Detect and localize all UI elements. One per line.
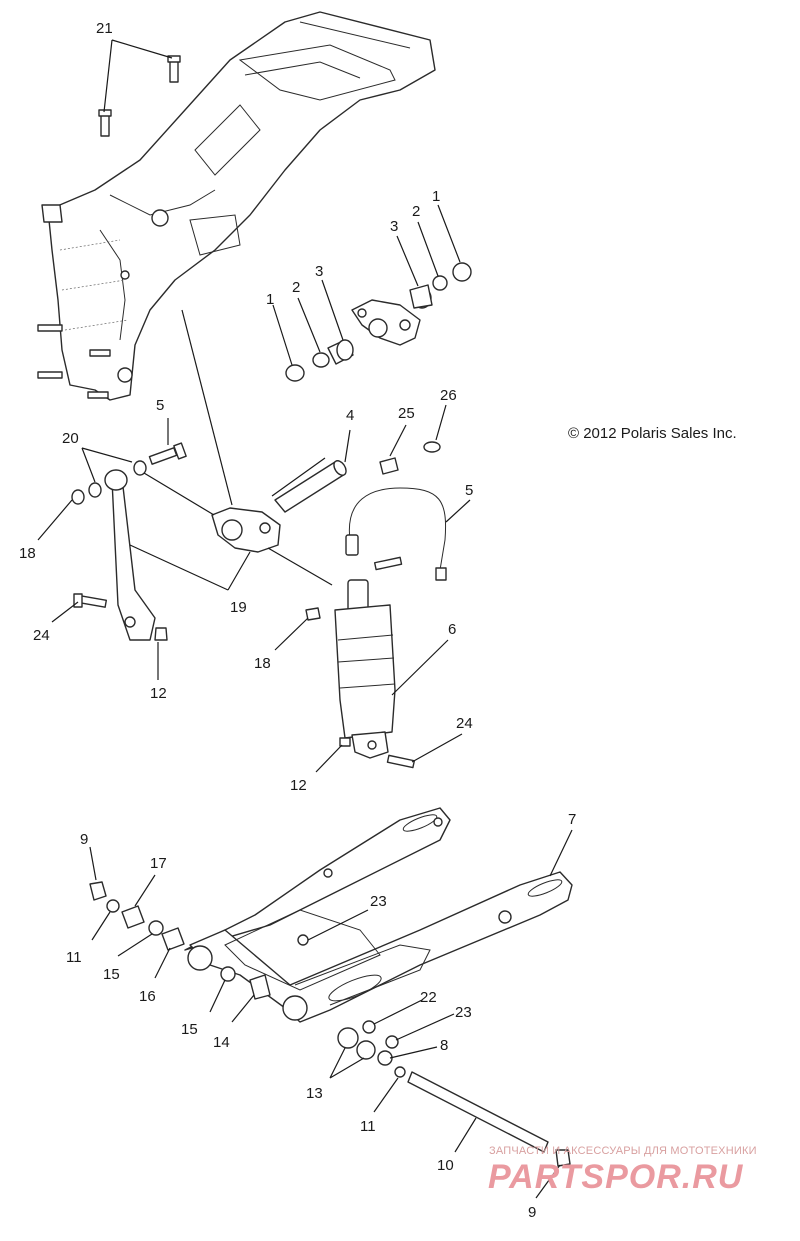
callout-8: 8 [440,1037,448,1054]
sleeve-part [274,460,347,513]
tie-rod-part [71,442,187,641]
callout-15: 15 [181,1021,198,1038]
callout-20: 20 [62,430,79,447]
callout-24: 24 [456,715,473,732]
callout-25: 25 [398,405,415,422]
callout-21: 21 [96,20,113,37]
callout-17: 17 [150,855,167,872]
callout-11: 11 [360,1118,376,1135]
frame-bolt-part [98,55,181,137]
callout-19: 19 [230,599,247,616]
callout-12: 12 [150,685,167,702]
callout-18: 18 [19,545,36,562]
copyright-notice: © 2012 Polaris Sales Inc. [568,425,737,442]
callout-14: 14 [213,1034,230,1051]
callout-12: 12 [290,777,307,794]
callout-4: 4 [346,407,354,424]
callout-3: 3 [390,218,398,235]
callout-9: 9 [528,1204,536,1221]
rocker-part [211,507,281,553]
callout-5: 5 [156,397,164,414]
callout-13: 13 [306,1085,323,1102]
callout-15: 15 [103,966,120,983]
pivot-axle-part [407,1071,571,1167]
pivot-hardware-part [89,881,236,982]
callout-9: 9 [80,831,88,848]
leader-lines [37,39,573,1199]
callout-23: 23 [370,893,387,910]
bearing-set-part [337,1020,406,1078]
callout-7: 7 [568,811,576,828]
callout-10: 10 [437,1157,454,1174]
callout-18: 18 [254,655,271,672]
shock-part [305,487,447,769]
callout-2: 2 [292,279,300,296]
callout-5: 5 [465,482,473,499]
callout-3: 3 [315,263,323,280]
callout-16: 16 [139,988,156,1005]
callout-2: 2 [412,203,420,220]
swingarm-part [184,807,573,1023]
upper-linkage-part [351,299,421,346]
callout-23: 23 [455,1004,472,1021]
watermark-tagline: ЗАПЧАСТИ И АКСЕССУАРЫ ДЛЯ МОТОТЕХНИКИ [489,1145,757,1157]
clip-hardware-part [379,441,441,475]
callout-6: 6 [448,621,456,638]
callout-11: 11 [66,949,82,966]
frame-part [37,11,436,401]
callout-24: 24 [33,627,50,644]
callout-26: 26 [440,387,457,404]
watermark-logo: PARTSPOR.RU [488,1158,744,1196]
callout-1: 1 [432,188,440,205]
callout-1: 1 [266,291,274,308]
callout-22: 22 [420,989,437,1006]
callout-labels: 21 1 2 3 3 2 1 5 20 18 24 19 12 4 25 26 … [19,20,576,1221]
bushing-set-part [285,262,472,382]
